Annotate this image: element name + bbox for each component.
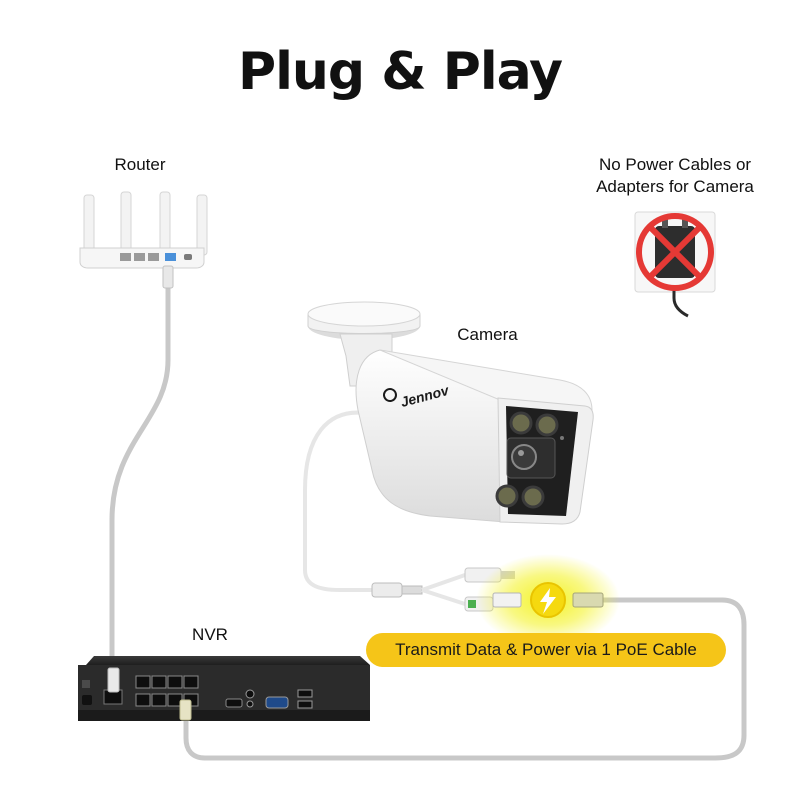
page-title: Plug & Play xyxy=(237,42,563,102)
router-icon xyxy=(79,191,208,289)
router-to-nvr-cable xyxy=(109,282,171,671)
camera-label: Camera xyxy=(457,325,518,344)
router-label: Router xyxy=(114,155,166,174)
poe-cable xyxy=(183,597,747,761)
camera-icon xyxy=(307,301,594,525)
nvr-label: NVR xyxy=(192,625,228,644)
nvr-icon xyxy=(78,656,370,721)
poe-banner: Transmit Data & Power via 1 PoE Cable xyxy=(366,633,726,667)
camera-pigtail-cable xyxy=(303,410,374,592)
lightning-icon xyxy=(540,588,556,614)
no-power-label: No Power Cables or Adapters for Camera xyxy=(565,154,785,198)
no-power-adapter-icon xyxy=(634,211,716,318)
no-power-label-line-2: Adapters for Camera xyxy=(596,177,754,196)
no-power-label-line-1: No Power Cables or xyxy=(598,155,752,174)
